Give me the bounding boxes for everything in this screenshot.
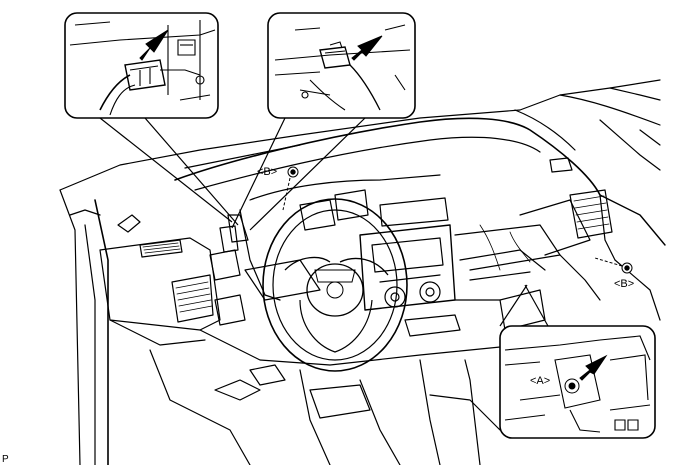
arrow-icon (579, 354, 608, 381)
arrow-icon (351, 35, 383, 61)
label-clip-a: <A> (530, 375, 550, 387)
arrow-icon (139, 29, 169, 61)
inset-connector-center (267, 12, 416, 119)
figure-code: P (2, 454, 9, 465)
inset-clip-a: <A> (499, 325, 656, 439)
clip-b-right-bolt (594, 257, 633, 274)
inset-connector-left (64, 12, 219, 119)
label-clip-b-right: <B> (614, 278, 634, 290)
callout-lines (99, 117, 549, 327)
dashboard-illustration (59, 79, 666, 465)
label-clip-b-top: <B> (257, 166, 277, 178)
steering-wheel (262, 198, 408, 372)
clip-icon (564, 378, 580, 394)
